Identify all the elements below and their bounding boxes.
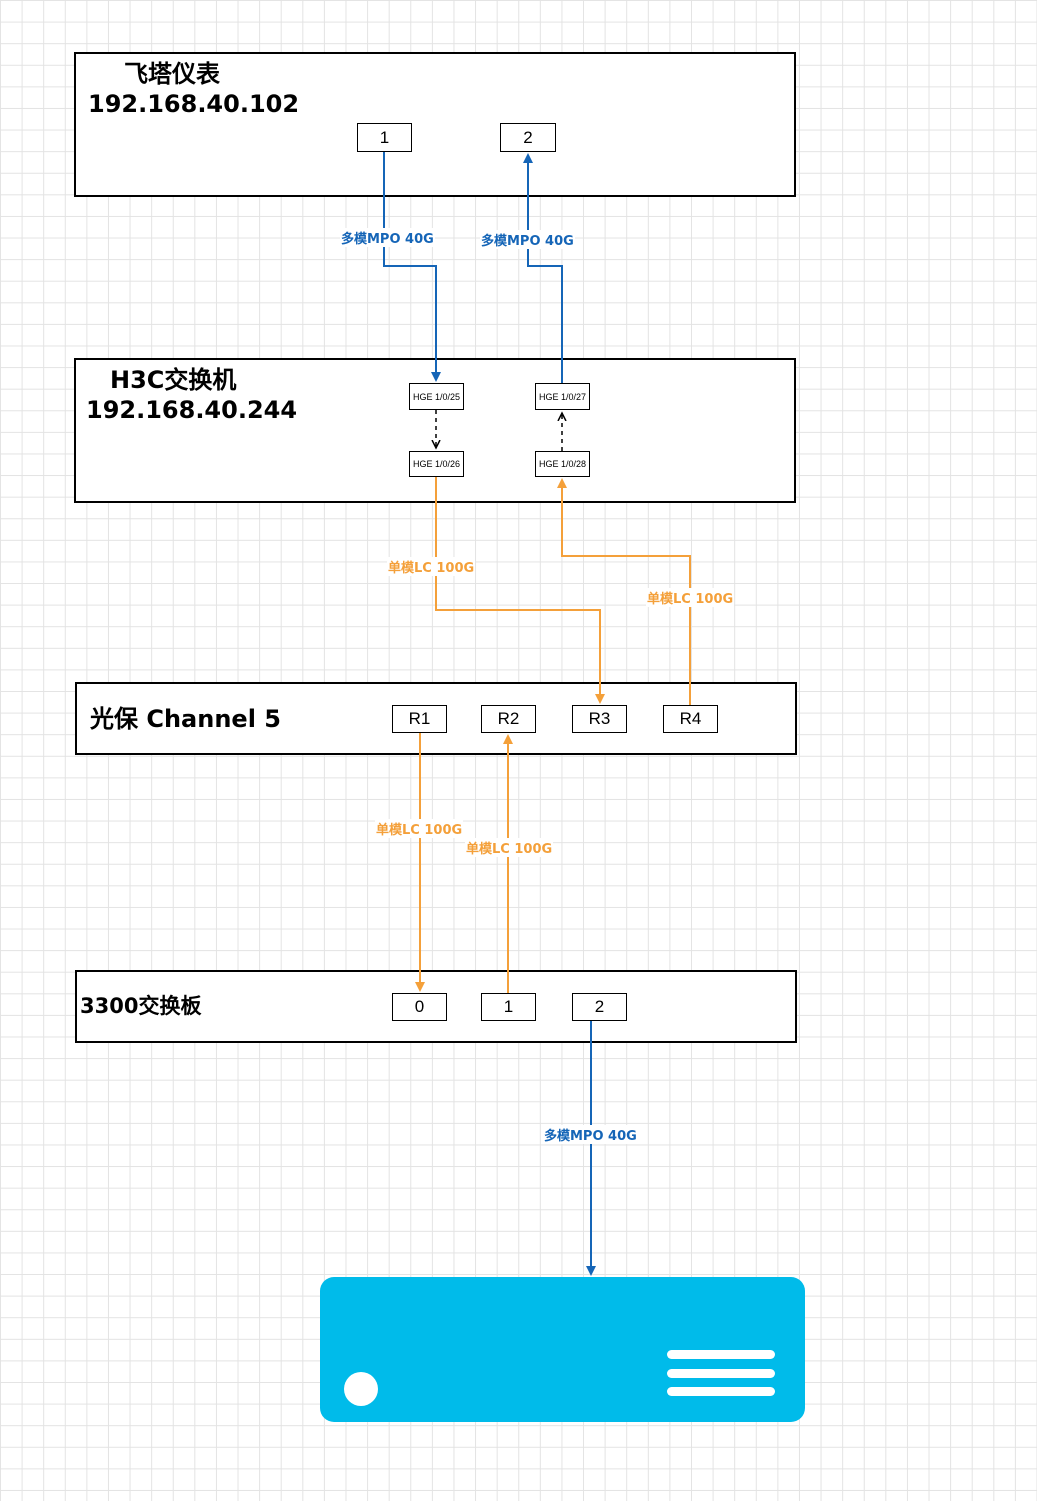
h3c-port-hge-1-0-26[interactable]: HGE 1/0/26 (409, 451, 464, 477)
h3c-ip: 192.168.40.244 (86, 396, 298, 424)
link-meter1-hge25 (383, 152, 441, 382)
h3c-port-hge-1-0-25[interactable]: HGE 1/0/25 (409, 383, 464, 410)
board-port-2[interactable]: 2 (572, 993, 627, 1021)
h3c-port-hge-1-0-27[interactable]: HGE 1/0/27 (535, 383, 590, 410)
link-label-hge27-meter2: 多模MPO 40G (480, 230, 575, 249)
link-label-board1-r2: 单模LC 100G (465, 838, 554, 857)
meter-title: 飞塔仪表 (124, 60, 220, 88)
optical-port-r4[interactable]: R4 (663, 705, 718, 733)
link-label-board2-server: 多模MPO 40G (543, 1125, 638, 1144)
h3c-title: H3C交换机 (110, 366, 237, 394)
server-icon (320, 1277, 805, 1422)
meter-device (74, 52, 796, 197)
board-title: 3300交换板 (80, 994, 202, 1018)
server-led-icon (344, 1372, 378, 1406)
meter-port-1[interactable]: 1 (357, 123, 412, 152)
server-vent-icon (667, 1387, 775, 1396)
server-vent-icon (667, 1350, 775, 1359)
optical-title: 光保 Channel 5 (90, 705, 281, 733)
link-label-r1-board0: 单模LC 100G (375, 819, 464, 838)
link-label-r4-hge28: 单模LC 100G (646, 588, 735, 607)
meter-ip: 192.168.40.102 (88, 90, 300, 118)
meter-port-2[interactable]: 2 (500, 123, 556, 152)
board-port-1[interactable]: 1 (481, 993, 536, 1021)
link-hge27-meter2 (523, 153, 563, 383)
link-label-hge26-r3: 单模LC 100G (387, 557, 476, 576)
optical-port-r2[interactable]: R2 (481, 705, 536, 733)
link-label-meter1-hge25: 多模MPO 40G (340, 228, 435, 247)
link-r4-hge28 (557, 478, 691, 705)
server-vent-icon (667, 1369, 775, 1378)
board-port-0[interactable]: 0 (392, 993, 447, 1021)
optical-port-r3[interactable]: R3 (572, 705, 627, 733)
h3c-port-hge-1-0-28[interactable]: HGE 1/0/28 (535, 451, 590, 477)
optical-port-r1[interactable]: R1 (392, 705, 447, 733)
link-hge26-r3 (435, 477, 605, 704)
